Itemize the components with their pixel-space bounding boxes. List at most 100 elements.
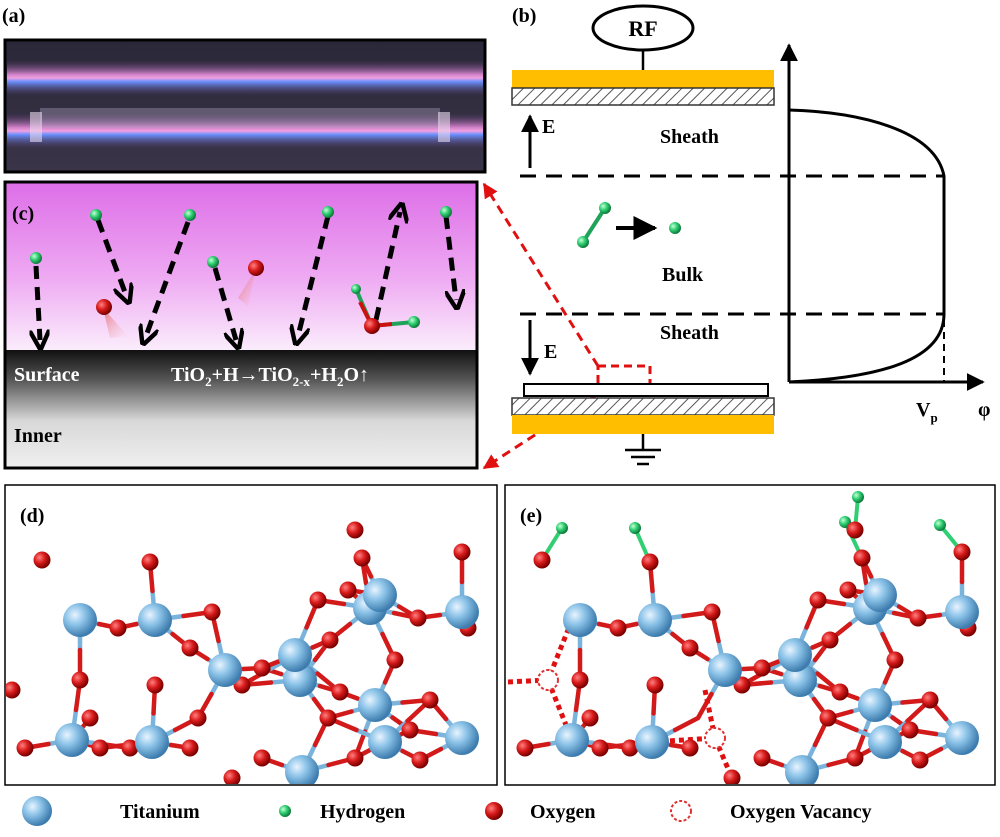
titanium-atom	[945, 721, 979, 755]
oxygen-atom	[839, 581, 857, 599]
plasma-tube-photo	[3, 38, 487, 174]
oxygen-atom	[581, 709, 599, 727]
oxygen-atom	[33, 551, 51, 569]
titanium-atom	[208, 653, 242, 687]
legend-hydrogen-label: Hydrogen	[320, 801, 405, 823]
bounce-cone	[238, 269, 256, 306]
oxygen-atom	[846, 749, 864, 767]
oxygen-atom	[253, 749, 271, 767]
panel-e-label: (e)	[520, 505, 542, 527]
oxygen-atom	[141, 553, 159, 571]
titanium-atom	[445, 721, 479, 755]
oxygen-atom	[223, 769, 241, 784]
inner-label: Inner	[14, 425, 62, 447]
oxygen-atom	[253, 659, 271, 677]
plasma-glow-upper	[7, 60, 483, 96]
oxygen-atom	[146, 676, 164, 694]
water-molecule	[351, 284, 420, 334]
trajectory-arrow	[36, 265, 40, 340]
hydrogen-legend-icon	[279, 805, 291, 817]
dissociation	[577, 202, 681, 248]
titanium-atom	[785, 755, 819, 784]
particle-trajectories	[36, 212, 456, 340]
oxygen-atom	[846, 521, 864, 539]
oxygen-atom	[753, 659, 771, 677]
titanium-atom	[135, 725, 169, 759]
hydrogen-atom	[408, 316, 420, 328]
hydrogen-atom	[351, 284, 361, 294]
oxygen-atom	[411, 751, 429, 769]
oxygen-atom	[516, 739, 534, 757]
panel-c-frame	[3, 180, 479, 470]
oxygen-atom	[609, 619, 627, 637]
oxygen-atom	[853, 549, 871, 567]
oxygen-atom	[339, 581, 357, 599]
oxygen-vacancy-legend-icon	[670, 800, 692, 822]
sheath-bottom-label: Sheath	[660, 322, 719, 344]
oxygen-atom	[809, 591, 827, 609]
hydrogen-atom	[30, 252, 42, 264]
field-label-bottom: E	[544, 341, 557, 363]
oxygen-atom	[321, 631, 339, 649]
oxygen-atom	[681, 739, 699, 757]
legend-oxygen-label: Oxygen	[530, 801, 596, 823]
oxygen-atom	[453, 543, 471, 561]
bulk-label: Bulk	[662, 264, 704, 286]
oxygen-atom	[421, 691, 439, 709]
oxygen-atom	[533, 551, 551, 569]
oxygen-atom	[831, 683, 849, 701]
oxygen-atom	[621, 739, 639, 757]
oxygen-atom	[309, 591, 327, 609]
titanium-legend-icon	[22, 796, 52, 826]
oxygen-atom	[319, 709, 337, 727]
oxygen-atom	[248, 260, 264, 276]
oxygen-atom	[401, 721, 419, 739]
panel-e-lattice	[507, 491, 979, 784]
oxygen-atom	[921, 691, 939, 709]
oxygen-atom	[591, 739, 609, 757]
hydrogen-atom	[556, 522, 568, 534]
reaction-equation: TiO2+H→TiO2-x+H2O↑	[171, 364, 369, 389]
field-label-top: E	[542, 116, 555, 138]
oxygen-atom	[91, 739, 109, 757]
sample-rod	[40, 108, 440, 128]
top-electrode	[512, 70, 774, 88]
plasma-atoms	[30, 206, 452, 334]
panel-d-lattice	[6, 521, 479, 784]
panel-b: (b) RF E Sheath Bulk Sheath E	[511, 4, 990, 466]
bottom-dielectric	[511, 397, 775, 416]
oxygen-atom	[909, 609, 927, 627]
titanium-atom	[858, 688, 892, 722]
oxygen-vacancy	[704, 727, 726, 749]
panel-c-label: (c)	[12, 203, 34, 225]
titanium-atom	[368, 725, 402, 759]
titanium-atom	[445, 595, 479, 629]
oxygen-atom	[346, 749, 364, 767]
zoom-arrow-upper	[482, 182, 600, 367]
plasma-region	[5, 182, 477, 352]
oxygen-atom	[81, 709, 99, 727]
trajectory-arrow	[95, 219, 126, 295]
oxygen-atom	[181, 639, 199, 657]
oxygen-atom	[386, 651, 404, 669]
hydrogen-atom	[934, 519, 946, 531]
legend: Titanium Hydrogen Oxygen Oxygen Vacancy	[22, 796, 872, 826]
oxygen-atom	[681, 639, 699, 657]
titanium-atom	[638, 603, 672, 637]
legend-oxygen-vacancy-label: Oxygen Vacancy	[730, 801, 872, 823]
panel-a-label: (a)	[2, 5, 25, 27]
plasma-glow-lower	[7, 113, 483, 149]
sheath-top-label: Sheath	[660, 126, 719, 148]
titanium-atom	[363, 578, 397, 612]
phi-axis-label: φ	[978, 399, 990, 421]
hydrogen-atom	[207, 256, 219, 268]
titanium-atom	[55, 723, 89, 757]
oxygen-atom	[109, 619, 127, 637]
oxygen-atom	[203, 603, 221, 621]
trajectory-arrow	[212, 267, 236, 340]
oxygen-atom	[353, 549, 371, 567]
hydrogen-atom	[184, 209, 196, 221]
oxygen-atom	[911, 751, 929, 769]
oxygen-atom	[646, 676, 664, 694]
